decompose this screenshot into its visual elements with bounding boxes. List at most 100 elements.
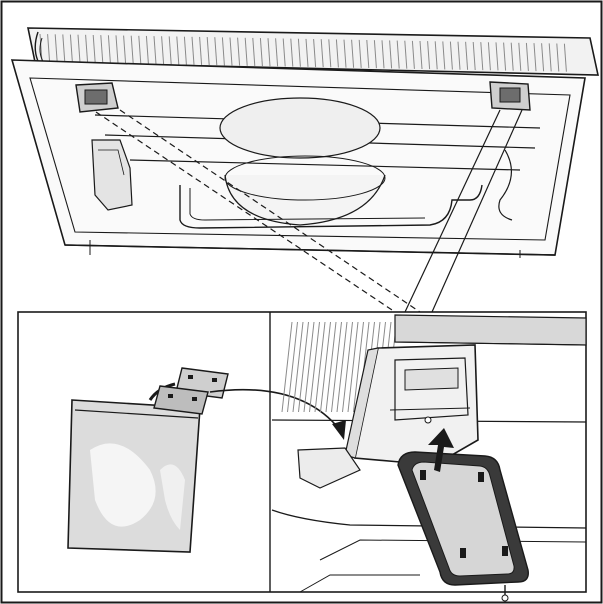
pipe-side <box>498 149 513 221</box>
grille-line <box>183 36 187 65</box>
grille-line <box>153 36 157 65</box>
grille-line <box>214 37 218 66</box>
compressor-top <box>219 97 381 159</box>
top-panel <box>27 27 599 76</box>
surface-line-3 <box>299 574 420 593</box>
bracket-crossbar <box>389 407 471 411</box>
hatch-line <box>336 321 348 413</box>
callout-solid-right-2 <box>431 109 523 313</box>
appliance-underside <box>10 27 599 258</box>
grille-line <box>199 36 203 65</box>
grille-line <box>267 38 271 67</box>
bag-reflection <box>90 443 156 527</box>
hatch-line <box>342 321 353 413</box>
grille-line <box>548 43 552 72</box>
grille-line <box>389 40 393 69</box>
grille-line <box>563 43 567 72</box>
grille-line <box>54 34 58 63</box>
plate-hole <box>478 472 484 482</box>
grille-line <box>495 42 499 71</box>
grille-line <box>100 35 104 64</box>
grille-line <box>221 37 225 66</box>
grille-line <box>176 36 180 65</box>
grille-line <box>252 37 256 66</box>
grille-line <box>297 38 301 67</box>
hatch-line <box>325 321 337 413</box>
grille-line <box>381 40 385 69</box>
grille-line <box>449 41 453 70</box>
hatch-line <box>287 321 298 413</box>
bracket-detail-panel <box>271 314 587 602</box>
grille-line <box>472 41 476 71</box>
grille-line <box>85 34 89 63</box>
grille-line <box>92 34 96 64</box>
pipe-loop <box>179 184 483 229</box>
bracket-slot <box>404 367 459 391</box>
left-component <box>91 139 133 211</box>
hatch-line <box>309 321 320 413</box>
grille-line <box>373 40 377 69</box>
grille-line <box>366 39 370 69</box>
plate-hole <box>460 548 466 558</box>
grille-line <box>123 35 127 64</box>
plate-hole <box>502 546 508 556</box>
grille-line <box>404 40 408 69</box>
bag-detail-panel <box>67 367 346 553</box>
grille-line <box>145 35 149 64</box>
grille-line <box>427 41 431 70</box>
grille-line <box>510 42 514 71</box>
hatch-line <box>347 321 359 413</box>
grille-line <box>556 43 560 72</box>
grille-line <box>328 39 332 68</box>
callout-solid-right-1 <box>404 109 501 313</box>
transfer-arrow-head <box>332 420 346 440</box>
surface-line <box>271 509 587 529</box>
hatch-line <box>303 321 315 413</box>
plate-slot <box>188 375 193 379</box>
grille-line <box>130 35 134 64</box>
grille-line <box>168 36 172 65</box>
grille-line <box>343 39 347 68</box>
grille-line <box>480 42 484 71</box>
callout-lines <box>95 109 523 313</box>
compressor-ring <box>224 155 386 201</box>
hatch-line <box>298 321 309 413</box>
grille-line <box>518 42 522 71</box>
grille-line <box>320 39 324 68</box>
grille-line <box>282 38 286 67</box>
grille-line <box>259 38 263 67</box>
callout-dashed-left-top <box>119 109 421 313</box>
top-rail-edge <box>394 341 587 346</box>
grille-line <box>69 34 73 63</box>
grille-line <box>77 34 81 63</box>
grille-line <box>525 42 529 71</box>
grille-line <box>487 42 491 71</box>
hatch-line <box>281 321 293 413</box>
grille-line <box>335 39 339 68</box>
left-component-detail <box>98 149 125 176</box>
hatch-line <box>292 321 304 413</box>
grille-line <box>275 38 279 67</box>
hatch-line <box>353 321 364 413</box>
grille-line <box>161 36 165 65</box>
grille-line <box>107 35 111 64</box>
top-rail <box>394 314 587 346</box>
grille-line <box>533 43 537 72</box>
bracket-window <box>394 357 469 421</box>
plate-slot <box>192 397 197 401</box>
grille-line <box>457 41 461 70</box>
plate-hole <box>420 470 426 480</box>
grille-line <box>541 43 545 72</box>
grille-line <box>191 36 195 65</box>
plate-slot <box>168 394 173 398</box>
grille-line <box>62 34 66 63</box>
insert-direction-arrow <box>428 428 454 472</box>
grille-line <box>138 35 142 64</box>
plate-slot <box>212 378 217 382</box>
grille-line <box>313 39 317 68</box>
transport-bracket-right <box>489 81 531 111</box>
hatch-line <box>331 321 342 413</box>
grille-line <box>351 39 355 68</box>
